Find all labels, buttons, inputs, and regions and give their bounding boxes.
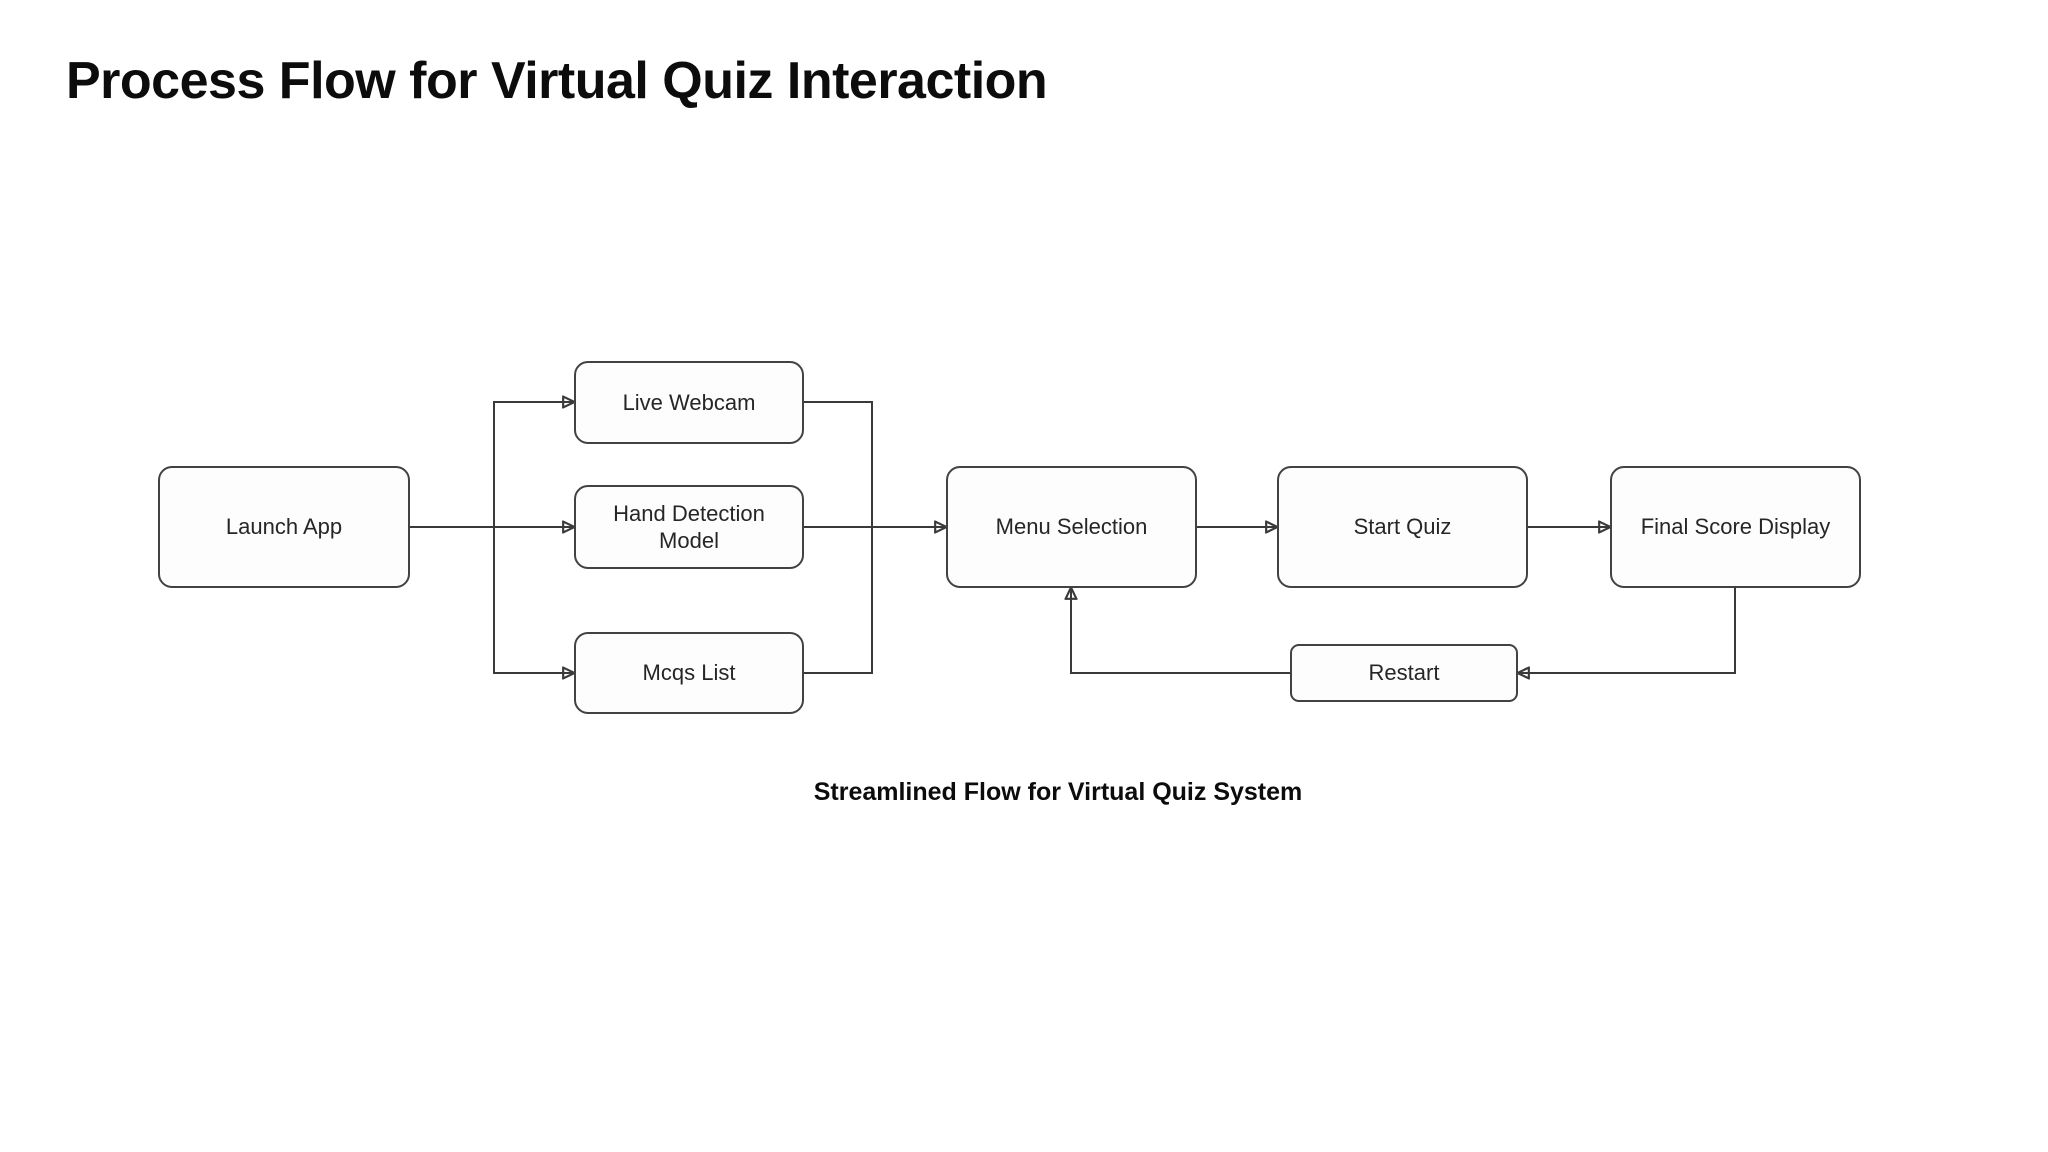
node-label: Start Quiz (1353, 514, 1452, 540)
page-title: Process Flow for Virtual Quiz Interactio… (66, 52, 1048, 110)
node-restart: Restart (1290, 644, 1518, 702)
node-label: Menu Selection (995, 514, 1148, 540)
node-label: Restart (1368, 660, 1440, 686)
edge-restart-to-menu (1071, 588, 1290, 674)
node-mcqs-list: Mcqs List (574, 632, 804, 714)
edge-launch-to-mcqs (493, 527, 574, 673)
node-label: Hand Detection Model (613, 500, 765, 554)
node-launch-app: Launch App (158, 466, 410, 588)
node-live-webcam: Live Webcam (574, 361, 804, 444)
node-label: Mcqs List (642, 660, 736, 686)
node-label: Launch App (225, 514, 343, 540)
edge-mcqs-merge (804, 527, 873, 674)
edge-webcam-merge (804, 401, 873, 527)
node-menu-selection: Menu Selection (946, 466, 1197, 588)
diagram-caption: Streamlined Flow for Virtual Quiz System (813, 778, 1303, 806)
edge-final-to-restart (1518, 588, 1736, 673)
edge-launch-to-webcam (493, 402, 574, 527)
node-start-quiz: Start Quiz (1277, 466, 1528, 588)
node-final-score-display: Final Score Display (1610, 466, 1861, 588)
node-hand-detection-model: Hand Detection Model (574, 485, 804, 569)
node-label: Final Score Display (1640, 514, 1831, 540)
node-label: Live Webcam (622, 389, 756, 415)
